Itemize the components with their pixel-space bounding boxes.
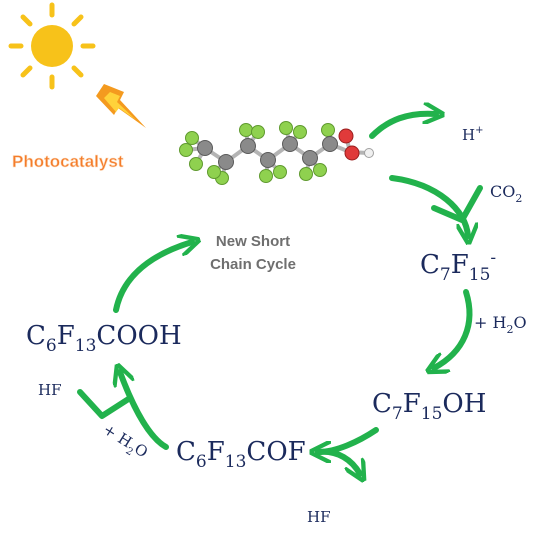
hf-left-label: HF — [38, 381, 62, 399]
water-label-1: + H2O — [474, 313, 527, 336]
c7f15-anion-label: C7F15- — [420, 248, 496, 285]
arrow-decarboxylation — [389, 175, 468, 236]
arrow-hf-elimination — [318, 427, 379, 452]
c6f13cof-label: C6F13COF — [176, 437, 306, 472]
arrow-new-cycle — [113, 242, 192, 313]
arrow-to-h-plus — [369, 114, 436, 139]
sun-icon — [8, 2, 96, 90]
h-plus-label: H+ — [462, 125, 483, 144]
hf-right-label: HF — [307, 508, 331, 526]
c6f13cooh-label: C6F13COOH — [26, 321, 182, 356]
lightning-bolt-icon — [96, 84, 146, 128]
pfoa-molecule-icon — [179, 121, 374, 185]
cycle-label-line1: New Short — [216, 233, 290, 250]
arrow-co2-branch — [431, 185, 483, 223]
arrow-hydration-1 — [434, 289, 473, 368]
arrow-hf-right-branch — [315, 448, 360, 474]
photocatalyst-label: Photocatalyst — [12, 152, 124, 171]
co2-label: CO2 — [490, 182, 522, 205]
arrow-hydration-2 — [120, 372, 169, 450]
cycle-label-line2: Chain Cycle — [210, 256, 296, 273]
c7f15oh-label: C7F15OH — [372, 389, 486, 424]
arrow-hf-left-branch — [77, 389, 133, 419]
